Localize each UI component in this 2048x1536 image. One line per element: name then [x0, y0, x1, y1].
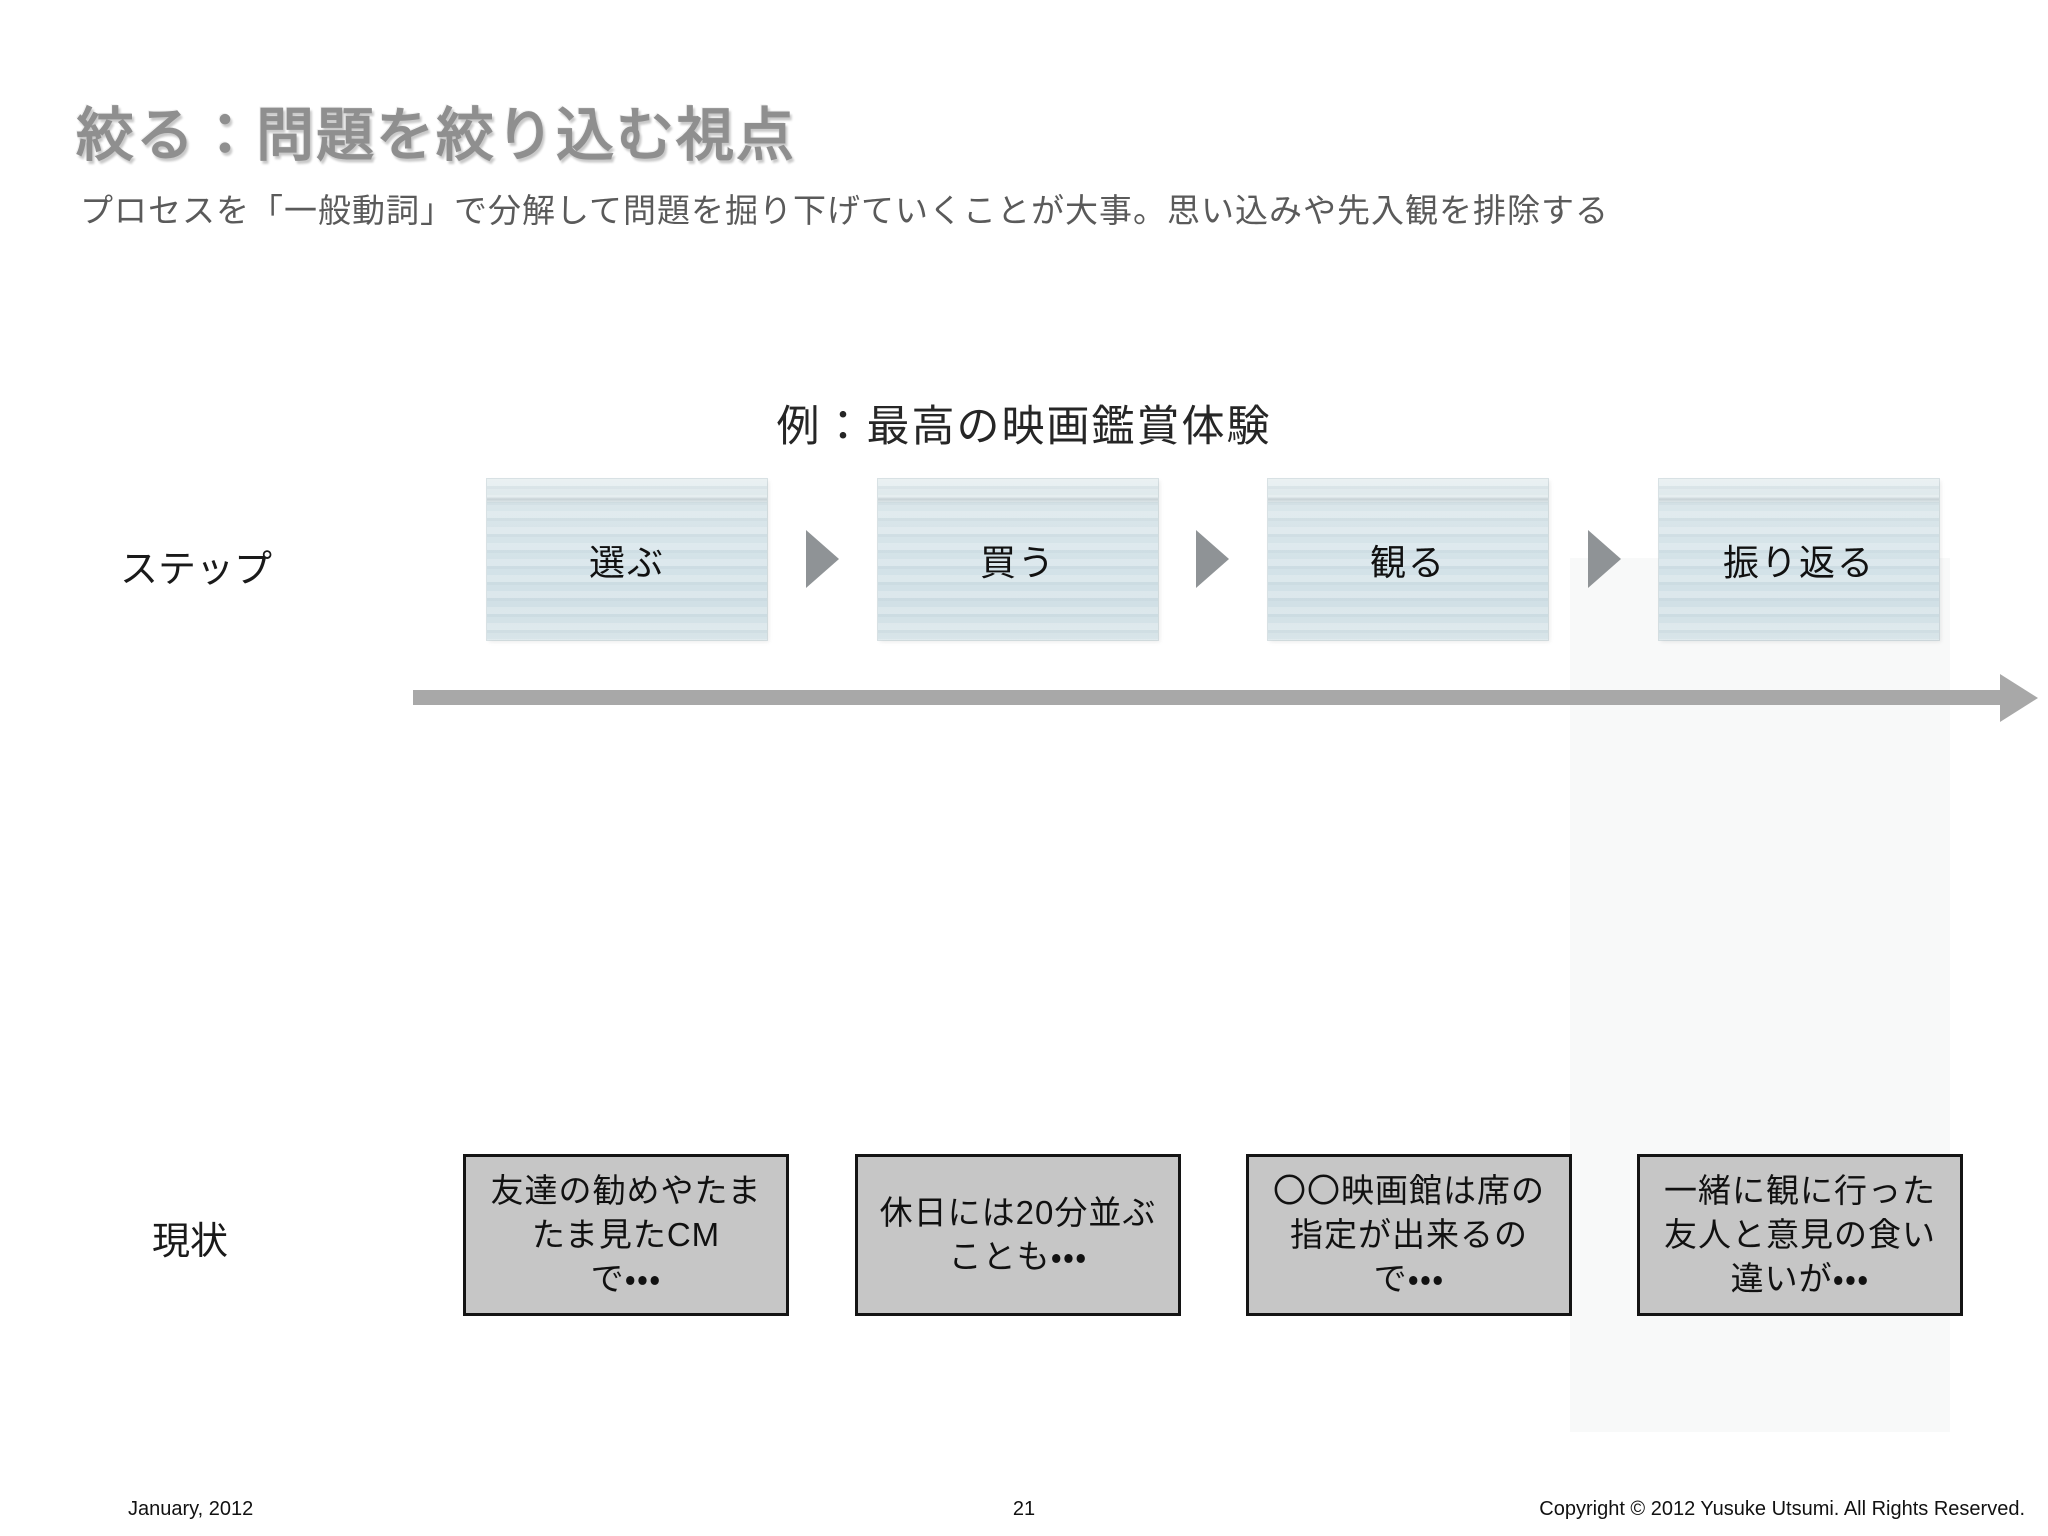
current-state-box: 一緒に観に行った 友人と意見の食い 違いが・・・ — [1637, 1154, 1963, 1316]
current-box-line: 〇〇映画館は席の — [1273, 1172, 1545, 1209]
current-box-line: 違いが・・・ — [1730, 1260, 1870, 1297]
example-heading: 例：最高の映画鑑賞体験 — [776, 403, 1272, 451]
current-box-line: 友人と意見の食い — [1664, 1216, 1936, 1253]
step-box-watch: 観る — [1268, 479, 1548, 640]
timeline-arrow-head-icon — [2000, 674, 2038, 722]
current-box-line: ことも・・・ — [948, 1238, 1088, 1275]
step-box-label: 観る — [1369, 541, 1446, 583]
step-arrow-icon — [1588, 530, 1621, 588]
current-row-label: 現状 — [152, 1221, 229, 1263]
step-box-label: 振り返る — [1722, 541, 1875, 583]
slide-subtitle: プロセスを「一般動詞」で分解して問題を掘り下げていくことが大事。思い込みや先入観… — [80, 192, 1610, 229]
current-box-line: 友達の勧めやたま — [490, 1172, 762, 1209]
step-row-label: ステップ — [120, 549, 273, 591]
current-state-box: 休日には20分並ぶ ことも・・・ — [855, 1154, 1181, 1316]
step-box-reflect: 振り返る — [1659, 479, 1939, 640]
step-box-label: 選ぶ — [588, 541, 665, 583]
current-box-line: で・・・ — [1373, 1260, 1445, 1297]
current-box-line: たま見たCM — [531, 1216, 721, 1253]
current-box-line: 指定が出来るの — [1290, 1216, 1528, 1253]
page-number: 21 — [1012, 1498, 1036, 1520]
current-box-line: 一緒に観に行った — [1664, 1172, 1936, 1209]
current-box-line: 休日には20分並ぶ — [879, 1194, 1157, 1231]
step-box-buy: 買う — [878, 479, 1158, 640]
step-arrow-icon — [1196, 530, 1229, 588]
step-box-select: 選ぶ — [487, 479, 767, 640]
current-box-line: で・・・ — [590, 1260, 662, 1297]
step-arrow-icon — [806, 530, 839, 588]
step-box-label: 買う — [979, 541, 1056, 583]
slide-title: 絞る：問題を絞り込む視点 — [76, 103, 797, 168]
timeline-arrow-shaft — [413, 690, 2001, 705]
current-state-box: 友達の勧めやたま たま見たCM で・・・ — [463, 1154, 789, 1316]
current-state-box: 〇〇映画館は席の 指定が出来るの で・・・ — [1246, 1154, 1572, 1316]
footer-date: January, 2012 — [128, 1498, 254, 1520]
footer-copyright: Copyright © 2012 Yusuke Utsumi. All Righ… — [1539, 1498, 2025, 1520]
